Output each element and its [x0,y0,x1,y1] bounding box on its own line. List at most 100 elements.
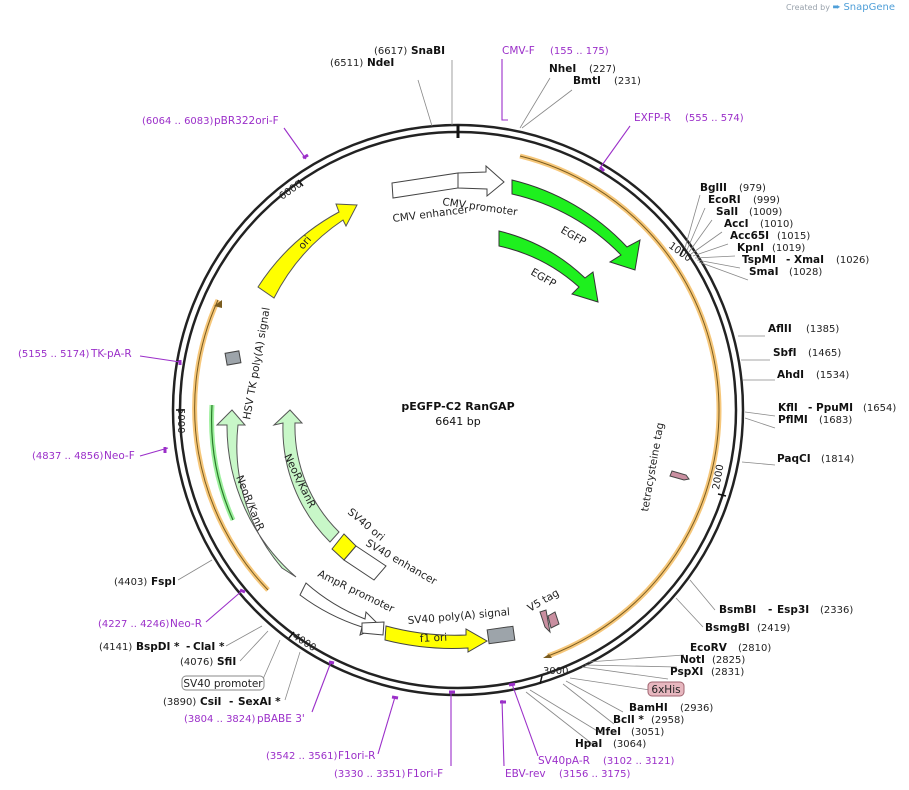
sv40par-range: (3102 .. 3121) [603,756,675,767]
bsmgi-name: BsmgBI [705,622,750,634]
tick-2000: 2000 [711,464,726,491]
acc65i-name: Acc65I [730,230,769,242]
bcli-name: BclI * [613,714,644,726]
label-f1-ori: f1 ori [420,632,448,645]
feature-arrows [215,164,690,653]
exfpr-name: EXFP-R [634,112,671,124]
acci-pos: (1010) [760,219,793,230]
kfli-name: KflI [778,402,798,414]
cmv-promoter-arrow [457,164,505,198]
pspxi-pos: (2831) [711,667,744,678]
cmv-enhancer-arrow [391,172,459,199]
pbr322-range: (6064 .. 6083) [142,116,214,127]
cmvf-range: (155 .. 175) [550,46,609,57]
pbr322-name: pBR322ori-F [214,115,279,127]
bspdi-name: BspDI * [136,641,180,653]
smai-pos: (1028) [789,267,822,278]
nhei-name: NheI [549,63,576,75]
nhei-pos: (227) [589,64,616,75]
pflmi-pos: (1683) [819,415,852,426]
acc65i-pos: (1015) [777,231,810,242]
bamhi-pos: (2936) [680,703,713,714]
tetracysteine-tag-arrow [669,470,690,481]
label-sv40-polya: SV40 poly(A) signal [407,606,510,627]
sfii-name: SfiI [217,656,236,668]
bsmbi-name: BsmBI [719,604,756,616]
snabi-pos: (6617) [374,46,407,57]
f1orir-range: (3542 .. 3561) [266,751,338,762]
sfii-pos: (4076) [180,657,213,668]
label-hsv-tk-polya: HSV TK poly(A) signal [241,306,273,420]
plasmid-name: pEGFP-C2 RanGAP [401,400,514,413]
neor-range: (4227 .. 4246) [98,619,170,630]
ahdi-name: AhdI [777,369,804,381]
tkpa-range: (5155 .. 5174) [18,349,90,360]
sexai-name: SexAI * [238,696,281,708]
bsmbi-pos: (2336) [820,605,853,616]
aflii-name: AflII [768,323,792,335]
pflmi-name: PflMI [778,414,808,426]
ecori-name: EcoRI [708,194,741,206]
ecori-pos: (999) [753,195,780,206]
neof-name: Neo-F [104,450,135,462]
enzyme-leader-lines [177,60,776,747]
exfpr-range: (555 .. 574) [685,113,744,124]
bglii-pos: (979) [739,183,766,194]
cmvf-name: CMV-F [502,45,535,57]
paqci-name: PaqCI [777,453,811,465]
aflii-pos: (1385) [806,324,839,335]
tspmi-name: TspMI [742,254,776,266]
neo-inner-arrow [272,409,340,543]
bglii-name: BglII [700,182,727,194]
orf-highlight-arcs [192,153,722,659]
primer-lines [139,59,631,767]
egfp-inner-arrow [498,230,599,303]
mfei-name: MfeI [595,726,621,738]
hsv-tk-polya-box [224,350,242,366]
sv40-promoter-label: SV40 promoter [183,678,263,690]
mfei-pos: (3051) [631,727,664,738]
ebvrev-range: (3156 .. 3175) [559,769,631,780]
kfli-pos: (1654) [863,403,896,414]
pspxi-name: PspXI [670,666,703,678]
sv40par-name: SV40pA-R [538,755,590,767]
ecorv-pos: (2810) [738,643,771,654]
bsmgi-pos: (2419) [757,623,790,634]
v5-tag-arrow-2 [547,611,560,629]
label-neo-outer: NeoR/KanR [233,474,266,533]
created-by-credit: Created by ➨ SnapGene [786,2,895,13]
bmti-name: BmtI [573,75,601,87]
bspdi-sep: - [186,641,190,653]
bmti-pos: (231) [614,76,641,87]
neo-outer-arrow [215,409,297,578]
neof-range: (4837 .. 4856) [32,451,104,462]
acci-name: AccI [724,218,748,230]
bamhi-name: BamHI [629,702,668,714]
ahdi-pos: (1534) [816,370,849,381]
ppumi-name: PpuMI [816,402,853,414]
sbfi-name: SbfI [773,347,797,359]
sali-name: SalI [716,206,738,218]
ndei-pos: (6511) [330,58,363,69]
sixhis-badge: 6xHis [647,681,685,697]
snapgene-logo-icon: ➨ [832,2,841,13]
label-egfp-inner: EGFP [529,266,559,290]
f1orif-name: F1ori-F [407,768,443,780]
pbabe-name: pBABE 3' [257,713,305,725]
label-neo-inner: NeoR/KanR [281,452,318,510]
ori-arrow [257,203,358,299]
f1orif-range: (3330 .. 3351) [334,769,406,780]
fspi-pos: (4403) [114,577,147,588]
csii-sep: - [229,696,233,708]
label-egfp-outer: EGFP [559,224,589,248]
ampr-promoter-arrow [299,582,381,636]
tkpa-name: TK-pA-R [90,348,132,360]
neor-name: Neo-R [170,618,202,630]
csii-pos: (3890) [163,697,196,708]
kpni-name: KpnI [737,242,764,254]
credit-brand: SnapGene [843,2,895,13]
sixhis-label: 6xHis [651,684,680,696]
esp3i-name: Esp3I [777,604,809,616]
bspdi-pos: (4141) [99,642,132,653]
